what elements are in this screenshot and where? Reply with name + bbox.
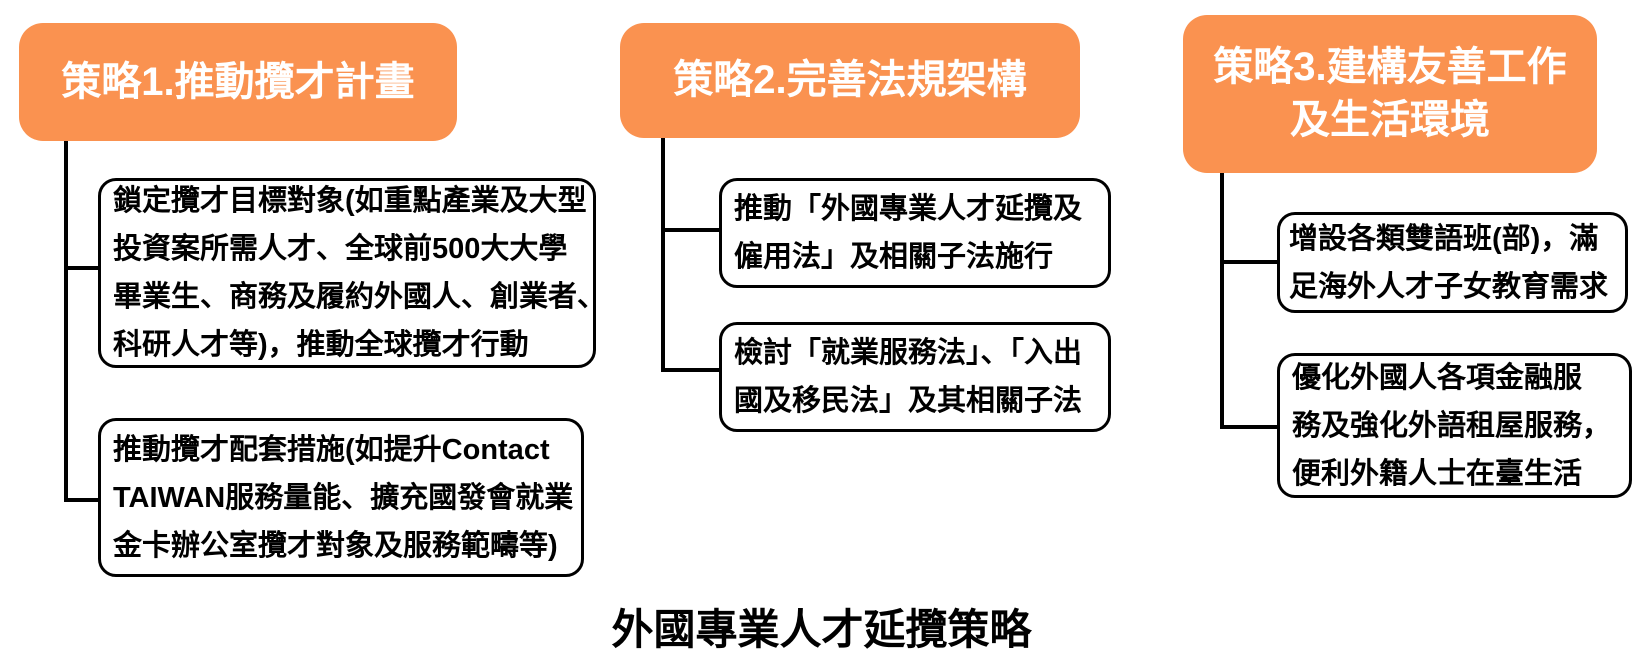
strategy-2-header: 策略2.完善法規架構 (620, 23, 1080, 138)
item-text-line: 便利外籍人士在臺生活 (1292, 457, 1583, 490)
item-text-line: 足海外人才子女教育需求 (1289, 270, 1609, 303)
diagram-title: 外國專業人才延攬策略 (611, 606, 1032, 653)
strategy-2-connector-branch-1 (661, 228, 719, 232)
strategy-1-connector-trunk (64, 141, 68, 502)
item-text-line: 投資案所需人才、全球前500大大學 (113, 233, 568, 265)
item-text-line: 畢業生、商務及履約外國人、創業者、 (113, 281, 607, 313)
item-text-line: 推動攬才配套措施(如提升Contact (113, 433, 550, 466)
strategy-1-item-2: 推動攬才配套措施(如提升Contact TAIWAN服務量能、擴充國發會就業 金… (98, 418, 584, 577)
item-text-line: 鎖定攬才目標對象(如重點產業及大型 (113, 185, 587, 217)
strategy-2-item-1: 推動「外國專業人才延攬及 僱用法」及相關子法施行 (719, 178, 1111, 288)
item-text-line: TAIWAN服務量能、擴充國發會就業 (113, 481, 574, 514)
strategy-1-label: 策略1.推動攬才計畫 (61, 59, 415, 104)
strategy-3-label: 策略3.建構友善工作 及生活環境 (1213, 45, 1567, 142)
item-text-line: 檢討「就業服務法」、「入出 (734, 337, 1083, 369)
strategy-1-header: 策略1.推動攬才計畫 (19, 23, 457, 141)
strategy-3-header: 策略3.建構友善工作 及生活環境 (1183, 15, 1597, 173)
strategy-3-connector-branch-2 (1220, 425, 1277, 429)
strategy-2-connector-trunk (661, 138, 665, 372)
strategy-3-item-2: 優化外國人各項金融服 務及強化外語租屋服務， 便利外籍人士在臺生活 (1277, 353, 1632, 498)
strategy-3-connector-trunk (1220, 173, 1224, 429)
strategy-1-connector-branch-2 (64, 498, 100, 502)
item-text-line: 務及強化外語租屋服務， (1292, 409, 1612, 442)
item-text-line: 金卡辦公室攬才對象及服務範疇等) (113, 529, 558, 562)
strategy-2-connector-branch-2 (661, 368, 719, 372)
strategy-1-item-1: 鎖定攬才目標對象(如重點產業及大型 投資案所需人才、全球前500大大學 畢業生、… (98, 178, 607, 368)
item-text-line: 國及移民法」及其相關子法 (734, 385, 1083, 417)
item-text-line: 科研人才等)，推動全球攬才行動 (113, 329, 529, 361)
strategy-3-connector-branch-1 (1220, 260, 1277, 264)
item-text-line: 增設各類雙語班(部)，滿 (1289, 222, 1599, 255)
strategy-3-item-1: 增設各類雙語班(部)，滿 足海外人才子女教育需求 (1277, 212, 1628, 313)
item-text-line: 僱用法」及相關子法施行 (734, 241, 1054, 273)
strategy-2-item-2: 檢討「就業服務法」、「入出 國及移民法」及其相關子法 (719, 322, 1111, 432)
strategy-2-label: 策略2.完善法規架構 (673, 58, 1027, 103)
item-text-line: 推動「外國專業人才延攬及 (734, 193, 1083, 225)
item-text-line: 優化外國人各項金融服 (1292, 361, 1583, 394)
strategy-1-connector-branch-1 (64, 266, 100, 270)
